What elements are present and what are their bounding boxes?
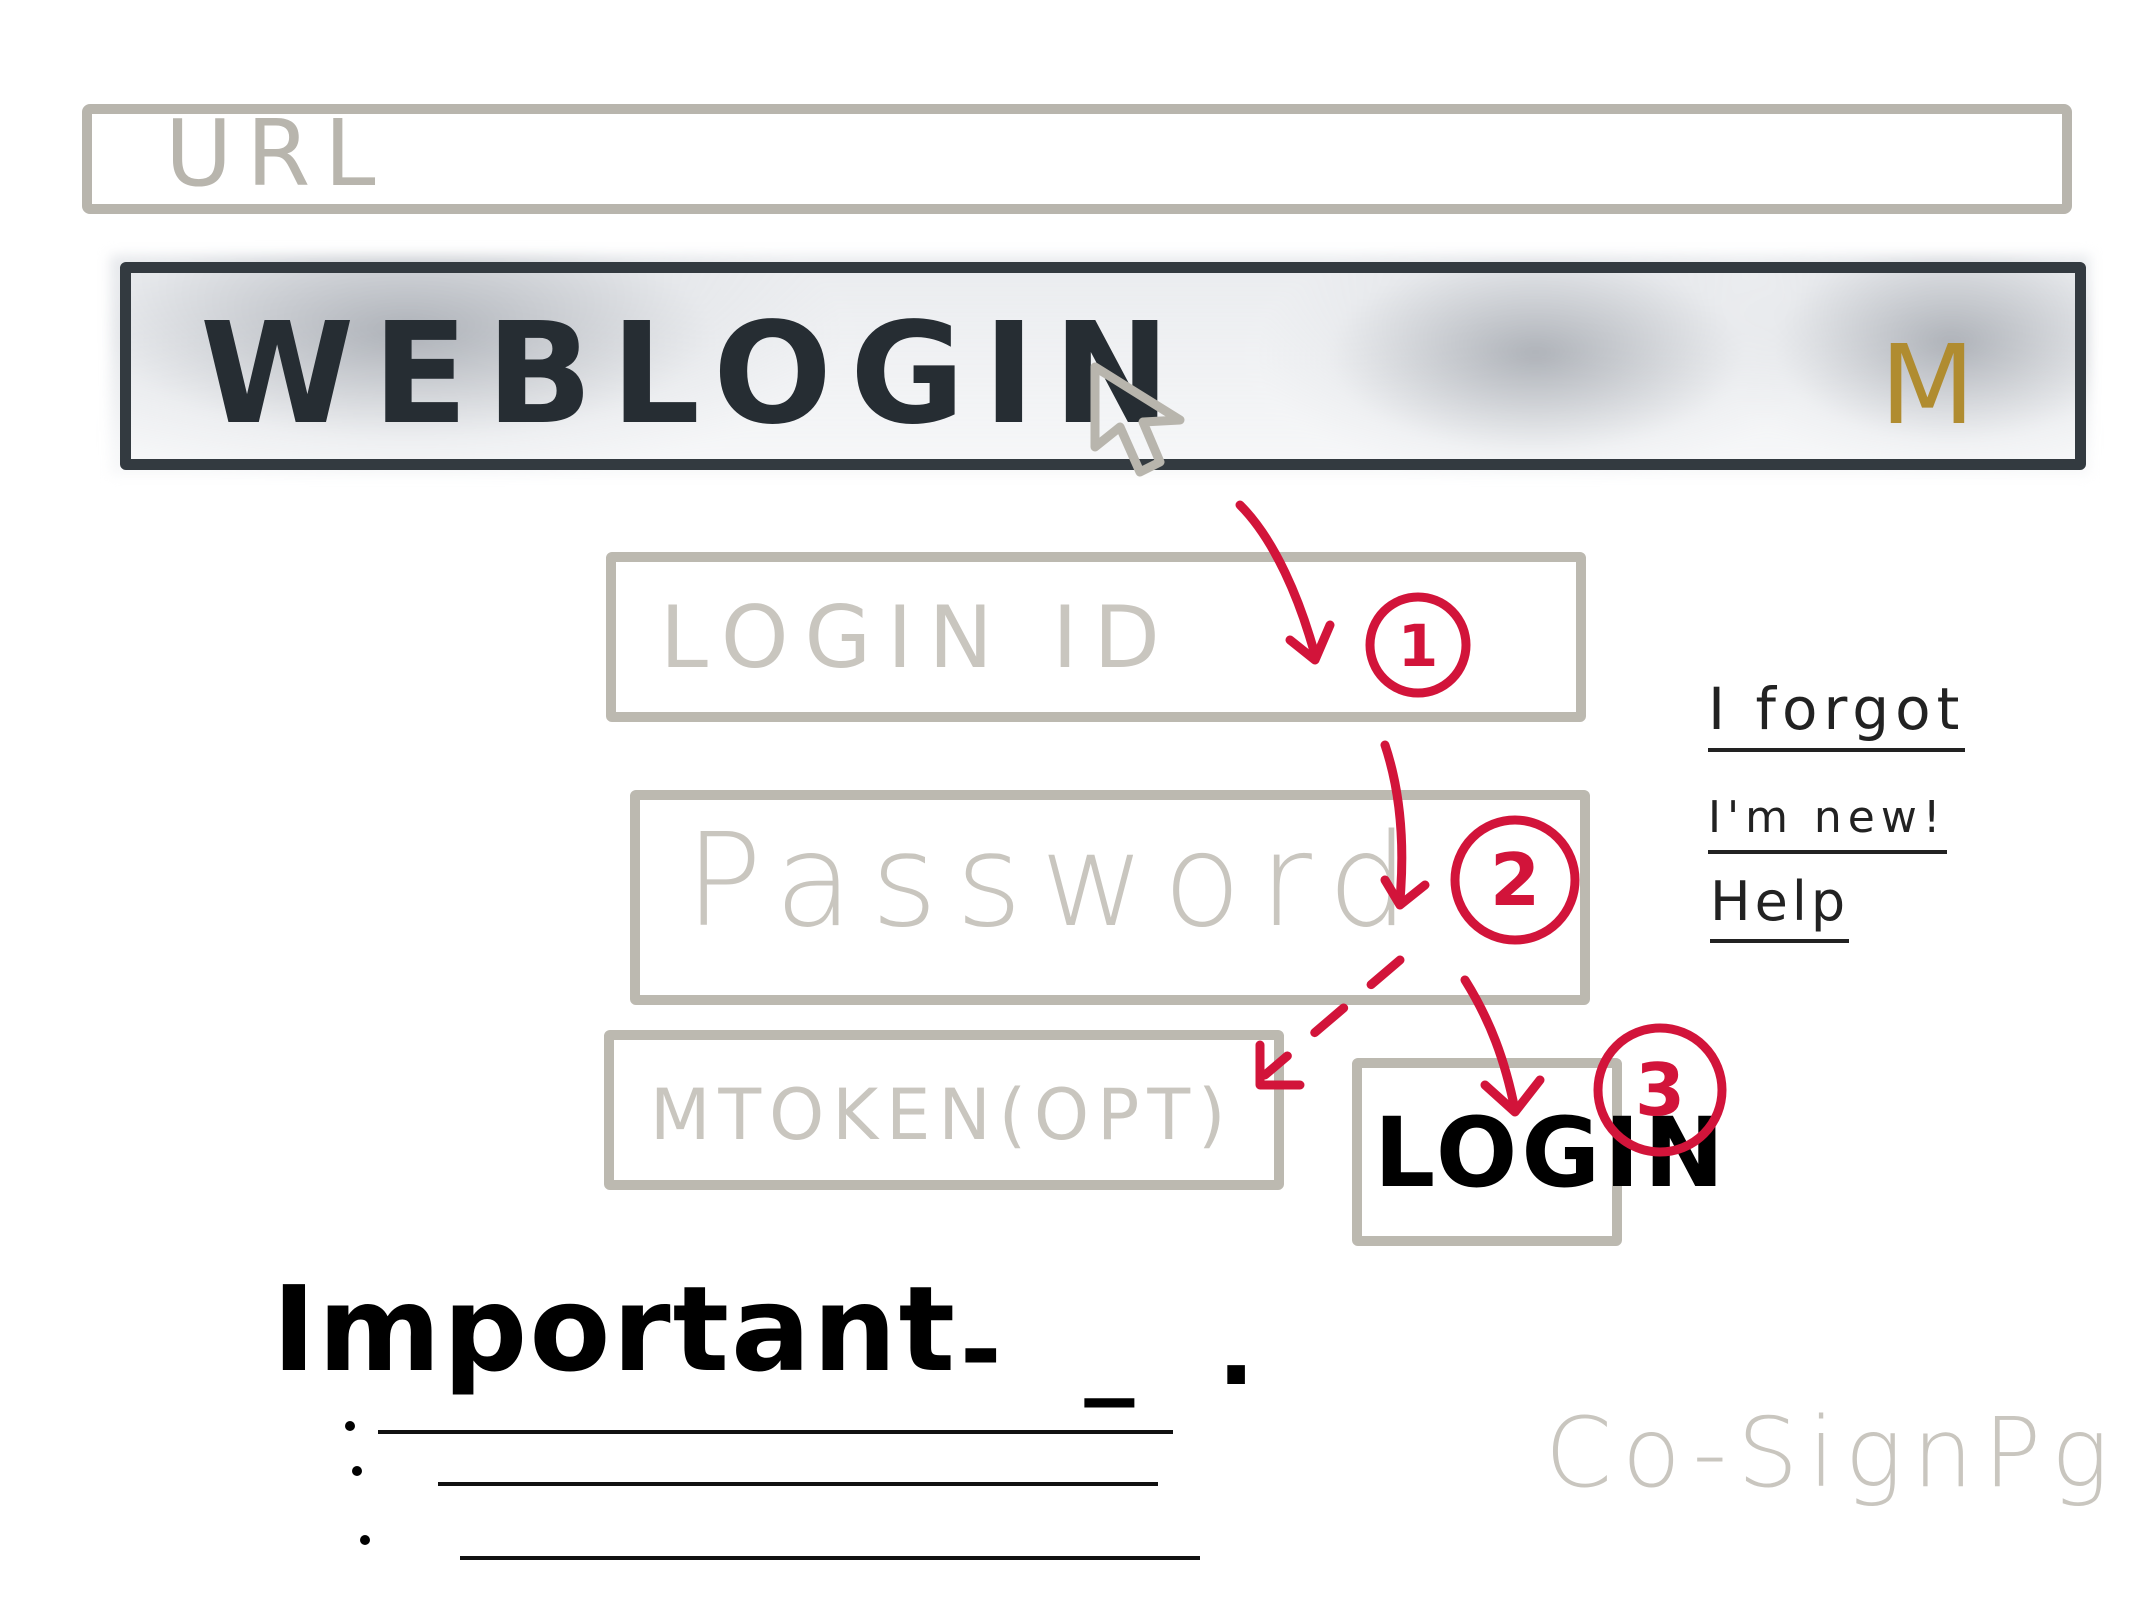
important-suffix: - _ . — [960, 1291, 1280, 1408]
step-2-number: 2 — [1490, 838, 1540, 922]
header-bar — [120, 262, 2086, 470]
bullet-dot — [360, 1535, 370, 1545]
step-3-marker: 3 — [1593, 1023, 1727, 1157]
bullet-dot — [345, 1421, 355, 1431]
help-link[interactable]: Help — [1710, 875, 1850, 943]
important-heading: Important — [272, 1260, 958, 1398]
step-2-marker: 2 — [1450, 815, 1580, 945]
password-input[interactable] — [630, 790, 1590, 1005]
site-title: WEBLOGIN — [200, 293, 1189, 456]
bullet-line — [460, 1556, 1200, 1560]
bullet-dot — [352, 1466, 362, 1476]
new-user-link[interactable]: I'm new! — [1708, 796, 1947, 854]
url-bar[interactable] — [82, 104, 2072, 214]
bullet-line — [378, 1430, 1173, 1434]
mtoken-placeholder: MTOKEN(OPT) — [650, 1074, 1234, 1156]
step-1-number: 1 — [1398, 612, 1438, 680]
bullet-line — [438, 1482, 1158, 1486]
step-3-number: 3 — [1635, 1048, 1685, 1132]
forgot-link[interactable]: I forgot — [1708, 680, 1966, 752]
step-1-marker: 1 — [1365, 592, 1471, 698]
mtoken-input[interactable] — [604, 1030, 1284, 1190]
cursor-icon — [1090, 362, 1185, 477]
login-id-input[interactable] — [606, 552, 1586, 722]
login-button[interactable] — [1352, 1058, 1622, 1246]
user-avatar[interactable]: M — [1880, 321, 1975, 449]
cosign-label: Co-SignPg — [1545, 1397, 2119, 1509]
password-placeholder: Password — [685, 807, 1427, 956]
url-label: URL — [165, 100, 390, 207]
login-id-placeholder: LOGIN ID — [660, 588, 1176, 688]
